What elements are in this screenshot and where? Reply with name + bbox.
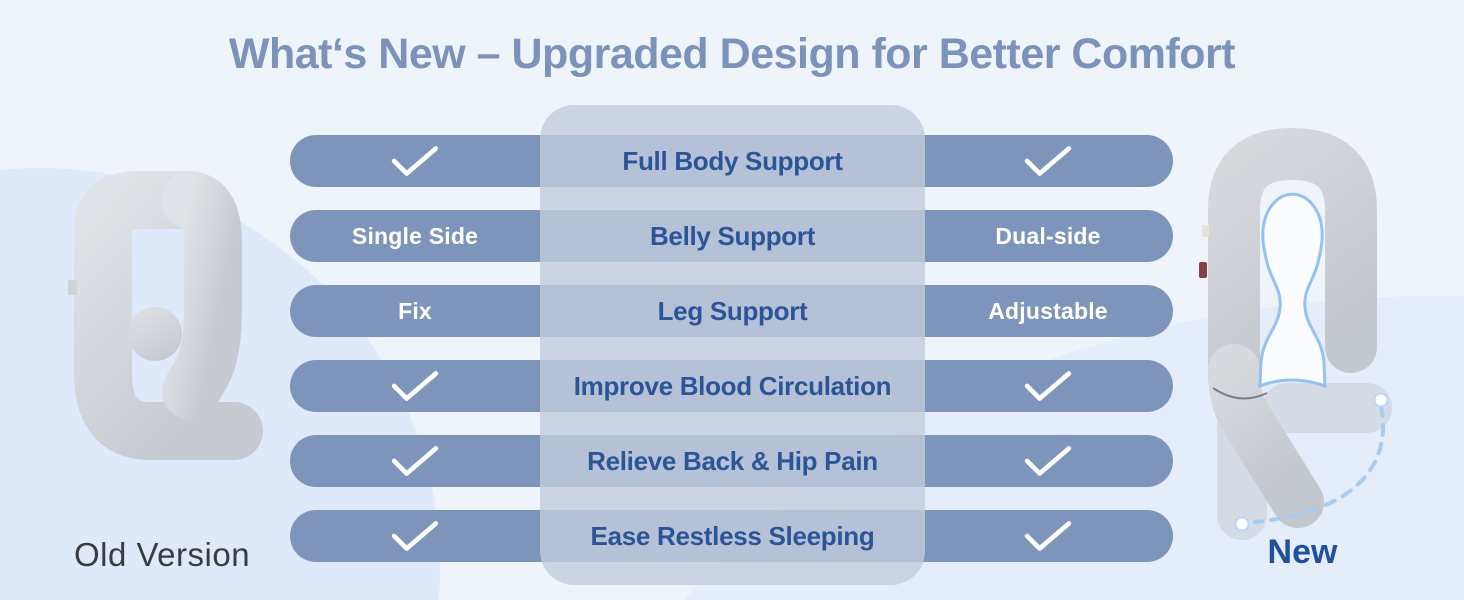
old-value-cell: Single Side (351, 222, 479, 249)
new-value-cell: Dual-side (995, 222, 1101, 249)
check-icon (1024, 446, 1072, 476)
check-icon (391, 371, 439, 401)
new-pillow-tag (1202, 225, 1209, 237)
contour-cutout (1258, 192, 1327, 389)
feature-name: Full Body Support (622, 146, 843, 176)
old-value-cell (290, 135, 540, 187)
new-value-cell (923, 360, 1173, 412)
check-icon (1024, 146, 1072, 176)
feature-name: Improve Blood Circulation (573, 371, 892, 401)
check-icon (1024, 371, 1072, 401)
old-value-cell (290, 360, 540, 412)
old-pillow-image (68, 171, 263, 460)
new-pillow-red-tag (1199, 262, 1207, 278)
ghost-leg-horizontal (1262, 383, 1392, 433)
page-title: What‘s New – Upgraded Design for Better … (228, 30, 1236, 78)
feature-name: Belly Support (649, 221, 816, 251)
feature-name: Relieve Back & Hip Pain (587, 446, 878, 476)
new-value-cell: Adjustable (988, 297, 1108, 324)
check-icon (391, 146, 439, 176)
new-value-cell (923, 435, 1173, 487)
feature-name: Leg Support (657, 296, 808, 326)
adjust-dot-top (1373, 392, 1389, 408)
old-value-cell: Fix (398, 297, 432, 324)
check-icon (391, 446, 439, 476)
adjust-arc (1253, 404, 1386, 524)
check-icon (391, 521, 439, 551)
old-value-cell (290, 435, 540, 487)
old-value-cell (290, 510, 540, 562)
new-value-cell (923, 135, 1173, 187)
old-version-label: Old Version (73, 536, 251, 573)
leg-joint-crease (1212, 387, 1268, 400)
new-version-label: New (1267, 533, 1338, 571)
new-pillow-image (1199, 128, 1392, 540)
check-icon (1024, 521, 1072, 551)
adjust-dot-bottom (1234, 516, 1250, 532)
feature-panel: Full Body Support Belly Support Leg Supp… (540, 105, 925, 585)
feature-name: Ease Restless Sleeping (590, 521, 875, 551)
new-value-cell (923, 510, 1173, 562)
old-pillow-tag (68, 280, 77, 295)
